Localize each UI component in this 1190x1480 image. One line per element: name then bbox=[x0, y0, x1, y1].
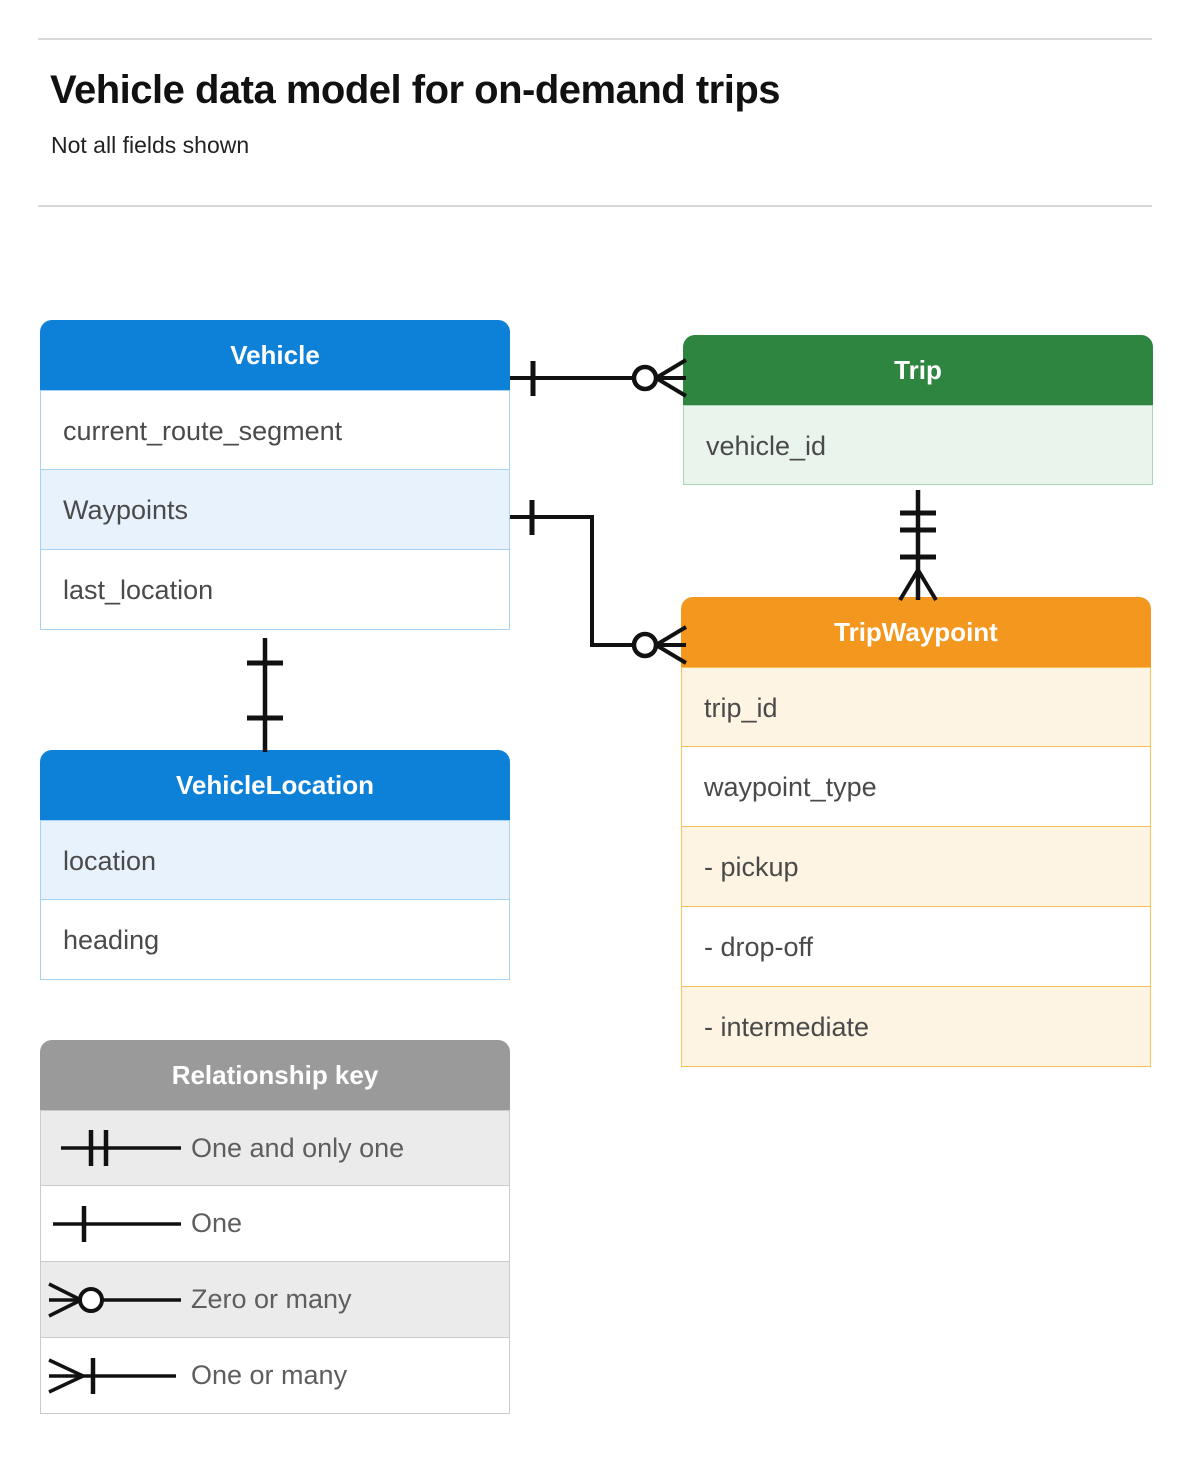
relationship-key-legend: Relationship key One and only one One bbox=[40, 1040, 510, 1414]
entity-trip-waypoint-value-pickup[interactable]: - pickup bbox=[681, 827, 1151, 907]
connector-vehicle-to-trip bbox=[510, 358, 688, 398]
one-and-only-one-icon bbox=[41, 1111, 191, 1185]
entity-vehicle-location-title: VehicleLocation bbox=[40, 750, 510, 820]
entity-vehicle[interactable]: Vehicle current_route_segment Waypoints … bbox=[40, 320, 510, 630]
relationship-key-title: Relationship key bbox=[40, 1040, 510, 1110]
legend-row-zero-or-many: Zero or many bbox=[40, 1262, 510, 1338]
entity-trip-field-vehicle-id[interactable]: vehicle_id bbox=[683, 405, 1153, 485]
one-icon bbox=[41, 1186, 191, 1261]
entity-vehicle-location-field-heading[interactable]: heading bbox=[40, 900, 510, 980]
connector-trip-to-trip-waypoint bbox=[898, 490, 938, 602]
entity-trip-waypoint-field-trip-id[interactable]: trip_id bbox=[681, 667, 1151, 747]
entity-vehicle-field-last-location[interactable]: last_location bbox=[40, 550, 510, 630]
legend-label-one: One bbox=[191, 1208, 243, 1238]
entity-vehicle-field-waypoints[interactable]: Waypoints bbox=[40, 470, 510, 550]
entity-trip-waypoint-field-waypoint-type[interactable]: waypoint_type bbox=[681, 747, 1151, 827]
entity-trip-waypoint[interactable]: TripWaypoint trip_id waypoint_type - pic… bbox=[681, 597, 1151, 1067]
page-title: Vehicle data model for on-demand trips bbox=[50, 68, 781, 112]
entity-trip-waypoint-value-intermediate[interactable]: - intermediate bbox=[681, 987, 1151, 1067]
connector-waypoints-to-trip-waypoint bbox=[510, 500, 688, 665]
entity-trip-title: Trip bbox=[683, 335, 1153, 405]
page-subtitle: Not all fields shown bbox=[51, 132, 250, 158]
legend-row-one: One bbox=[40, 1186, 510, 1262]
entity-trip-waypoint-value-drop-off[interactable]: - drop-off bbox=[681, 907, 1151, 987]
connector-vehicle-to-vehicle-location bbox=[247, 638, 283, 752]
header-divider-bottom bbox=[38, 205, 1152, 207]
header-divider-top bbox=[38, 38, 1152, 40]
legend-label-one-and-only-one: One and only one bbox=[191, 1132, 405, 1163]
entity-trip-waypoint-title: TripWaypoint bbox=[681, 597, 1151, 667]
entity-trip[interactable]: Trip vehicle_id bbox=[683, 335, 1153, 485]
entity-vehicle-location-field-location[interactable]: location bbox=[40, 820, 510, 900]
zero-or-many-icon bbox=[41, 1262, 191, 1337]
legend-label-zero-or-many: Zero or many bbox=[191, 1284, 352, 1314]
legend-row-one-and-only-one: One and only one bbox=[40, 1110, 510, 1186]
entity-vehicle-field-current-route-segment[interactable]: current_route_segment bbox=[40, 390, 510, 470]
legend-row-one-or-many: One or many bbox=[40, 1338, 510, 1414]
legend-label-one-or-many: One or many bbox=[191, 1360, 348, 1390]
entity-vehicle-location[interactable]: VehicleLocation location heading bbox=[40, 750, 510, 980]
one-or-many-icon bbox=[41, 1338, 191, 1413]
entity-vehicle-title: Vehicle bbox=[40, 320, 510, 390]
